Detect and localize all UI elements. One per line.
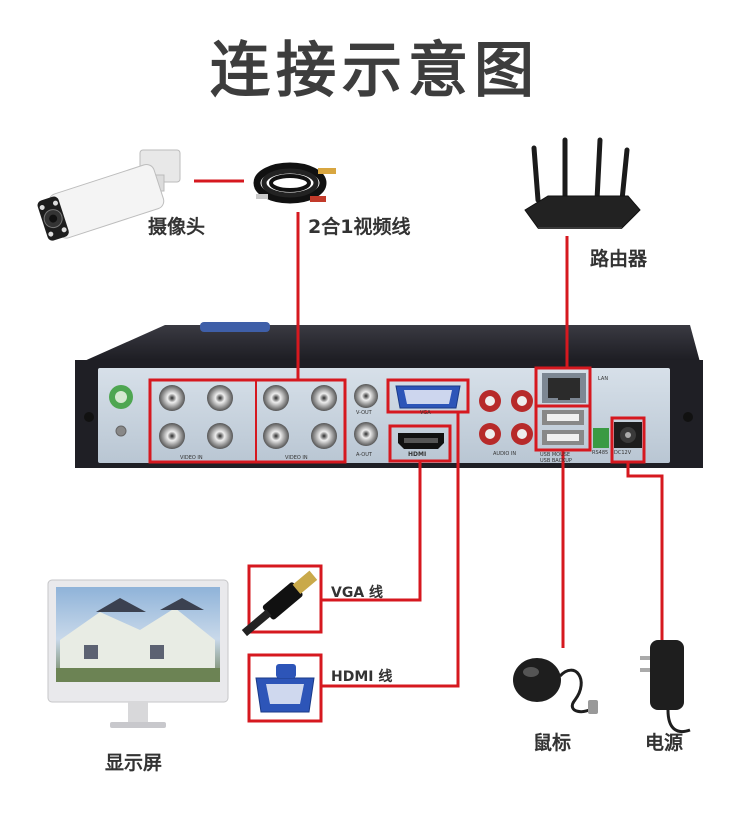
v-out-label: V-OUT: [356, 410, 372, 416]
cable-label: 2合1视频线: [308, 216, 411, 238]
rs485-label: RS485: [592, 450, 609, 456]
camera-image: [37, 149, 181, 241]
connection-lines: [194, 179, 664, 688]
usb-backup-label: USB BACKUP: [540, 458, 572, 464]
monitor-image: [47, 579, 229, 728]
audio-in-label: AUDIO IN: [493, 451, 517, 457]
vga-port-label: VGA: [420, 410, 431, 416]
lan-label: LAN: [598, 376, 609, 382]
cable-coil-image: [253, 162, 336, 204]
port-highlights: [148, 366, 646, 464]
hdmi-line-label: HDMI 线: [331, 669, 393, 685]
video-in-label-1: VIDEO IN: [180, 455, 203, 461]
dc12v-label: DC12V: [614, 450, 632, 456]
camera-label: 摄像头: [148, 216, 206, 238]
vga-line-label: VGA 线: [331, 585, 384, 601]
vga-cable-image: [247, 653, 323, 723]
mouse-label: 鼠标: [533, 732, 572, 754]
power-adapter-image: [640, 640, 691, 734]
page-title: 连接示意图: [210, 36, 540, 106]
monitor-label: 显示屏: [105, 752, 163, 774]
power-label: 电源: [645, 732, 684, 754]
video-in-ports: [159, 385, 337, 449]
router-image: [524, 137, 641, 229]
a-out-label: A-OUT: [356, 452, 372, 458]
video-in-label-2: VIDEO IN: [285, 455, 308, 461]
hdmi-port-label: HDMI: [408, 451, 427, 458]
usb-mouse-label: USB MOUSE: [540, 452, 571, 458]
router-label: 路由器: [590, 248, 648, 270]
mouse-image: [513, 658, 598, 714]
hdmi-cable-image: [241, 564, 323, 637]
